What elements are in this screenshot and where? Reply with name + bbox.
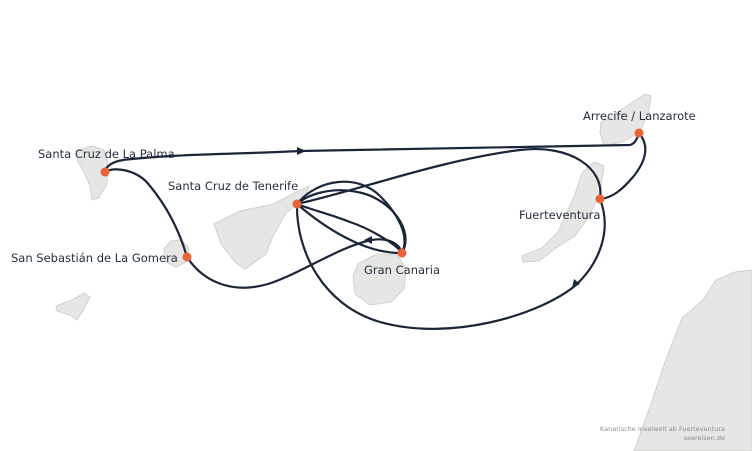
credit-line-1: Kanarische Inselwelt ab Fuerteventura bbox=[600, 425, 725, 433]
map-credit: Kanarische Inselwelt ab Fuerteventura se… bbox=[600, 425, 725, 442]
island-gran-canaria bbox=[352, 253, 407, 306]
labels-layer: Santa Cruz de La Palma San Sebastián de … bbox=[11, 109, 696, 277]
port-marker-tenerife[interactable] bbox=[292, 199, 302, 209]
port-marker-gran-canaria[interactable] bbox=[397, 248, 407, 258]
route-tenerife-fuerteventura-north bbox=[295, 148, 602, 206]
mainland-africa bbox=[633, 269, 752, 451]
arrow-gran-canaria-west bbox=[364, 236, 372, 244]
arrows-layer bbox=[297, 147, 580, 288]
arrow-south-loop bbox=[572, 279, 580, 288]
credit-line-2[interactable]: seereisen.de bbox=[684, 434, 725, 442]
port-marker-fuerteventura[interactable] bbox=[595, 194, 605, 204]
route-lanzarote-la-palma bbox=[103, 131, 641, 174]
port-label-la-palma: Santa Cruz de La Palma bbox=[38, 147, 175, 161]
route-gran-canaria-tenerife-c bbox=[295, 189, 407, 255]
island-fuerteventura bbox=[521, 161, 605, 263]
island-la-palma bbox=[76, 145, 109, 201]
island-lanzarote bbox=[599, 93, 652, 147]
arrow-westbound-top bbox=[297, 147, 306, 155]
route-la-palma-la-gomera bbox=[103, 168, 189, 259]
route-tenerife-gran-canaria-b bbox=[295, 202, 404, 255]
port-label-gran-canaria: Gran Canaria bbox=[364, 263, 440, 277]
port-label-tenerife: Santa Cruz de Tenerife bbox=[168, 179, 298, 193]
island-el-hierro bbox=[55, 292, 91, 321]
port-marker-lanzarote[interactable] bbox=[634, 128, 644, 138]
port-label-fuerteventura: Fuerteventura bbox=[519, 208, 600, 222]
port-marker-la-gomera[interactable] bbox=[182, 252, 192, 262]
port-label-lanzarote: Arrecife / Lanzarote bbox=[583, 109, 696, 123]
route-gran-canaria-tenerife-a bbox=[295, 202, 404, 255]
port-marker-la-palma[interactable] bbox=[100, 167, 110, 177]
island-tenerife bbox=[213, 185, 310, 270]
routes-layer bbox=[103, 131, 647, 330]
route-tenerife-gran-canaria-d bbox=[295, 180, 406, 255]
port-label-la-gomera: San Sebastián de La Gomera bbox=[11, 251, 178, 265]
route-tenerife-fuerteventura-south bbox=[295, 197, 606, 330]
ports-layer bbox=[100, 128, 644, 262]
route-fuerteventura-lanzarote bbox=[598, 131, 647, 201]
